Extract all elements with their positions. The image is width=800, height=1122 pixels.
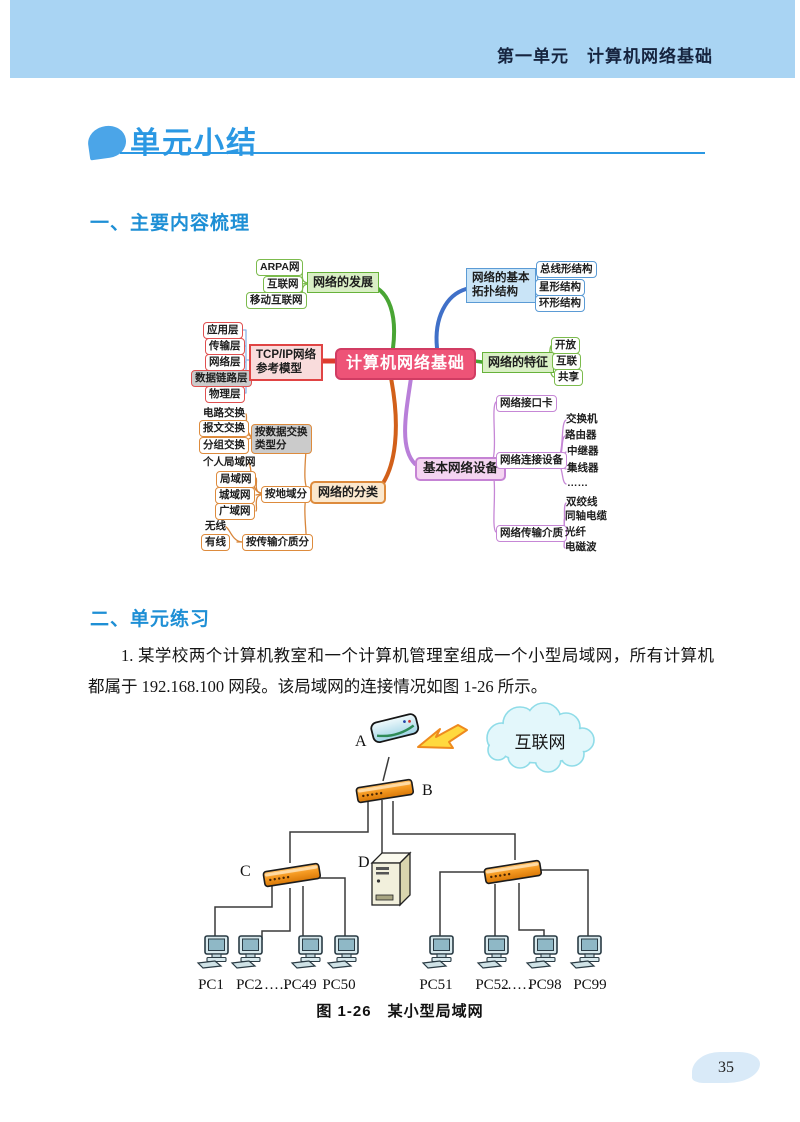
label-c: C: [240, 863, 251, 880]
mindmap-connectors: [225, 267, 567, 549]
label-d: D: [358, 854, 370, 871]
pc1-label: PC1: [198, 977, 224, 993]
mindmap-node-message-switch: 报文交换: [199, 420, 249, 438]
mindmap-node-coaxial: 同轴电缆: [565, 510, 607, 522]
pc49-label: PC49: [283, 977, 316, 993]
mindmap-node-hub: 集线器: [567, 462, 599, 474]
pc51-label: PC51: [419, 977, 452, 993]
mindmap-node-circuit-switch: 电路交换: [203, 407, 245, 419]
mindmap-node-arpa-net: ARPA网: [256, 259, 304, 277]
pc50-icon: [327, 935, 359, 969]
pc98-label: PC98: [528, 977, 561, 993]
mindmap-group-by-medium: 按传输介质分: [242, 534, 313, 552]
mindmap-node-share: 共享: [554, 369, 583, 387]
pc99-icon: [570, 935, 602, 969]
pc52-label: PC52: [475, 977, 508, 993]
unit-header-label: 第一单元 计算机网络基础: [497, 47, 713, 66]
mindmap-group-by-region: 按地域分: [261, 486, 311, 504]
mindmap-node-nic: 网络接口卡: [496, 395, 557, 413]
pc98-icon: [526, 935, 558, 969]
mindmap-node-switch: 交换机: [566, 413, 598, 425]
network-links: [214, 756, 589, 940]
mindmap-group-connect-devices: 网络连接设备: [496, 452, 567, 470]
mindmap-group-by-exchange: 按数据交换 类型分: [251, 424, 312, 455]
pc99-label: PC99: [573, 977, 606, 993]
page-number-badge: 35: [692, 1052, 760, 1083]
ellipsis-left: ……: [259, 977, 289, 993]
mindmap-node-star: 星形结构: [535, 279, 585, 297]
mindmap-node-man: 城域网: [215, 487, 255, 505]
mindmap-node-interconnect: 互联: [552, 353, 581, 371]
mindmap-node-app-layer: 应用层: [203, 322, 243, 340]
pc49-icon: [291, 935, 323, 969]
mindmap-group-transmission-media: 网络传输介质: [496, 525, 567, 543]
switch-e: [482, 858, 544, 886]
mindmap-branch-development: 网络的发展: [307, 272, 380, 293]
mindmap-node-lan: 局域网: [216, 471, 256, 489]
mindmap-node-wan: 广域网: [215, 503, 255, 521]
exercise-paragraph: 1. 某学校两个计算机教室和一个计算机管理室组成一个小型局域网，所有计算机都属于…: [88, 646, 714, 696]
mindmap-node-packet-switch: 分组交换: [199, 437, 249, 455]
mindmap-node-datalink-layer: 数据链路层: [191, 370, 252, 388]
section-title-underline: [120, 152, 705, 154]
mindmap-node-open: 开放: [551, 337, 580, 355]
server-icon: [370, 851, 412, 907]
label-a: A: [355, 733, 367, 750]
mindmap-node-wired: 有线: [201, 534, 230, 552]
mindmap-node-pan: 个人局域网: [203, 456, 256, 468]
mindmap-node-router: 路由器: [565, 429, 597, 441]
mindmap-center-node: 计算机网络基础: [335, 348, 477, 380]
heading-content-review: 一、主要内容梳理: [90, 213, 251, 234]
mindmap-node-ring: 环形结构: [535, 295, 585, 313]
pc1-icon: [197, 935, 229, 969]
mindmap-branch-classification: 网络的分类: [310, 481, 387, 504]
section-title: 单元小结: [130, 127, 258, 160]
pc51-icon: [422, 935, 454, 969]
mindmap-branch-topology: 网络的基本 拓扑结构: [466, 268, 536, 303]
modem-icon: [370, 713, 420, 744]
pc2-label: PC2: [236, 977, 262, 993]
mindmap-node-bus: 总线形结构: [536, 261, 597, 279]
mindmap-node-repeater: 中继器: [567, 445, 599, 457]
mindmap-node-physical-layer: 物理层: [205, 386, 245, 404]
switch-b: [354, 777, 416, 805]
mindmap-node-mobile-internet: 移动互联网: [246, 292, 307, 310]
mindmap-branch-tcpip: TCP/IP网络 参考模型: [249, 344, 324, 381]
mindmap-branch-features: 网络的特征: [482, 352, 555, 373]
mindmap-node-ellipsis: ……: [567, 477, 588, 489]
mindmap-node-twisted-pair: 双绞线: [566, 496, 598, 508]
figure-caption: 图 1-26 某小型局域网: [316, 1003, 484, 1020]
heading-exercises: 二、单元练习: [90, 609, 211, 630]
ellipsis-right: ……: [502, 977, 532, 993]
pc2-icon: [231, 935, 263, 969]
pc52-icon: [477, 935, 509, 969]
page-number: 35: [718, 1058, 734, 1076]
mindmap-node-internet: 互联网: [263, 276, 303, 294]
mindmap-node-network-layer: 网络层: [205, 354, 245, 372]
cloud-label: 互联网: [515, 733, 566, 752]
pc50-label: PC50: [322, 977, 355, 993]
mindmap-node-electromagnetic: 电磁波: [565, 541, 597, 553]
mindmap-node-fiber: 光纤: [565, 526, 586, 538]
lightning-icon: [417, 724, 468, 749]
label-b: B: [422, 782, 433, 799]
mindmap-node-wireless: 无线: [205, 520, 226, 532]
mindmap-branch-devices: 基本网络设备: [415, 457, 507, 481]
mindmap-node-transport-layer: 传输层: [205, 338, 245, 356]
internet-cloud: 互联网: [486, 702, 595, 773]
switch-c: [261, 861, 323, 889]
network-topology-figure: 互联网 A: [197, 702, 607, 993]
header-bar: [10, 0, 795, 78]
